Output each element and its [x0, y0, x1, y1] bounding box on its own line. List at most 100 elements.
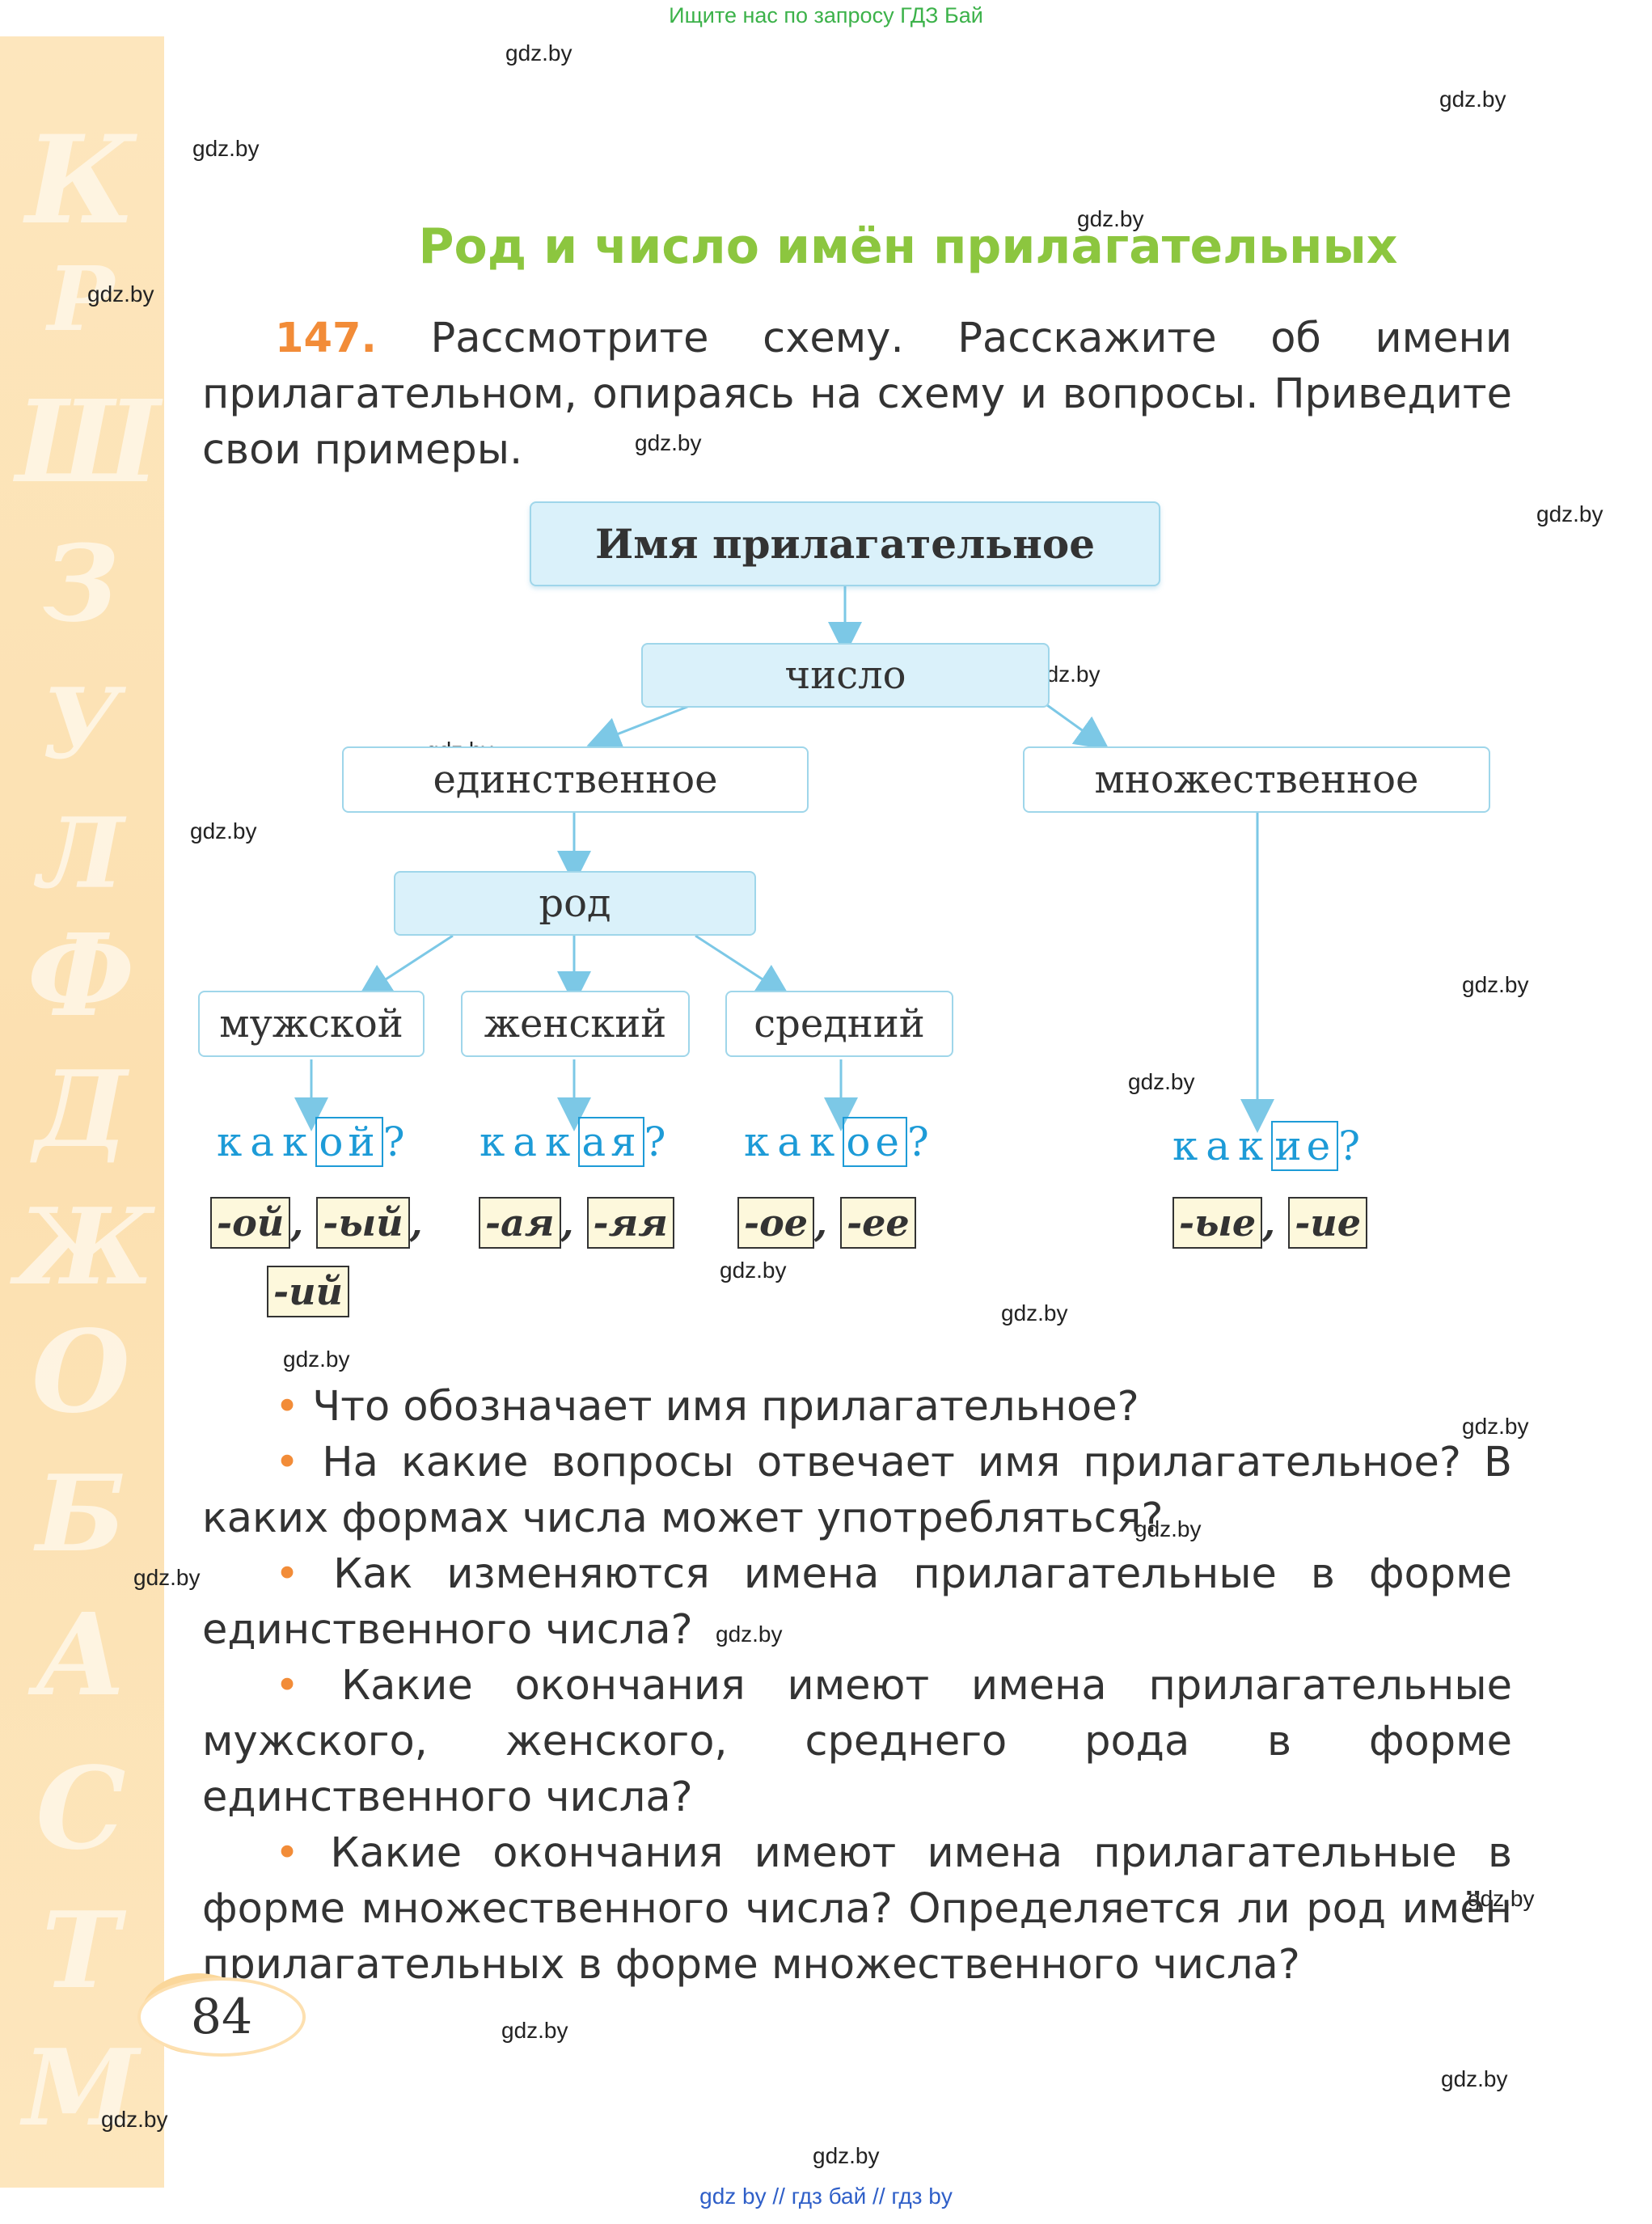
- bullet-icon: •: [275, 1383, 300, 1431]
- watermark: gdz.by: [505, 40, 572, 66]
- decorative-letter-o-icon: О: [32, 1306, 130, 1439]
- decorative-letter-a-icon: А: [34, 1589, 128, 1722]
- ending-box: -ая: [479, 1197, 561, 1249]
- question-base: как: [1172, 1123, 1272, 1169]
- section-title: Род и число имён прилагательных: [418, 218, 1398, 275]
- question-text: Какие окончания имеют имена прилагательн…: [202, 1829, 1512, 1989]
- diagram-number-box: число: [641, 643, 1050, 708]
- diagram-masculine-box: мужской: [198, 991, 425, 1057]
- watermark: gdz.by: [87, 281, 154, 307]
- question-mark: ?: [644, 1118, 674, 1165]
- question-mark: ?: [1338, 1123, 1369, 1169]
- question-item: • Какие окончания имеют имена прилагател…: [202, 1825, 1512, 1993]
- diagram-feminine-box: женский: [461, 991, 690, 1057]
- top-search-link[interactable]: Ищите нас по запросу ГДЗ Бай: [669, 3, 983, 27]
- question-text: На какие вопросы отвечает имя прилагател…: [202, 1439, 1512, 1542]
- question-masculine: какой?: [217, 1117, 413, 1167]
- question-plural: какие?: [1172, 1121, 1369, 1171]
- ending-box: -ие: [1288, 1197, 1368, 1249]
- comma: ,: [814, 1201, 828, 1245]
- endings-neuter: -ое, -ее: [737, 1197, 916, 1249]
- watermark: gdz.by: [1468, 1886, 1535, 1911]
- watermark: gdz.by: [1462, 972, 1529, 997]
- diagram-root-box: Имя прилагательное: [530, 501, 1160, 586]
- decorative-letter-b-icon: Б: [36, 1452, 126, 1575]
- decorative-letter-r-icon: Р: [47, 247, 115, 351]
- decorative-letter-sh-icon: Ш: [16, 376, 160, 509]
- watermark: gdz.by: [1128, 1069, 1195, 1094]
- comma: ,: [290, 1201, 304, 1245]
- decorative-letter-d-icon: Д: [34, 1047, 128, 1171]
- watermark: gdz.by: [635, 430, 702, 455]
- question-feminine: какая?: [480, 1117, 674, 1167]
- question-item: • Какие окончания имеют имена прилагател…: [202, 1658, 1512, 1825]
- question-ending: ие: [1271, 1121, 1339, 1171]
- question-base: как: [744, 1118, 843, 1165]
- ending-box: -ый: [316, 1197, 410, 1249]
- watermark: gdz.by: [1536, 501, 1603, 526]
- diagram-arrows: [294, 586, 1274, 1133]
- ending-box: -ой: [210, 1197, 291, 1249]
- watermark: gdz.by: [283, 1347, 350, 1372]
- watermark: gdz.by: [133, 1565, 201, 1590]
- ending-box: -ое: [737, 1197, 815, 1249]
- decorative-letter-f-icon: Ф: [27, 910, 135, 1042]
- question-item: • Что обозначает имя прилагательное?: [202, 1379, 1512, 1435]
- diagram-plural-box: множественное: [1023, 746, 1490, 813]
- ending-box: -ее: [840, 1197, 916, 1249]
- ending-box: -яя: [586, 1197, 674, 1249]
- diagram-singular-box: единственное: [342, 746, 809, 813]
- watermark: gdz.by: [1134, 1516, 1202, 1541]
- ending-box: -ые: [1172, 1197, 1263, 1249]
- bullet-icon: •: [275, 1829, 300, 1877]
- endings-masculine-extra: -ий: [267, 1266, 349, 1317]
- bullet-icon: •: [275, 1662, 300, 1710]
- question-base: как: [217, 1118, 316, 1165]
- diagram-neuter-box: средний: [725, 991, 953, 1057]
- endings-masculine: -ой, -ый,: [210, 1197, 423, 1249]
- decorative-letter-u-icon: У: [41, 667, 120, 781]
- task-text: Рассмотрите схему. Расскажите об имени п…: [202, 315, 1512, 474]
- decorative-letter-t-icon: Т: [41, 1888, 120, 2012]
- diagram-gender-box: род: [394, 871, 756, 936]
- question-text: Какие окончания имеют имена прилагательн…: [202, 1662, 1512, 1821]
- watermark: gdz.by: [1001, 1300, 1068, 1326]
- comma: ,: [409, 1201, 423, 1245]
- bullet-icon: •: [275, 1550, 300, 1598]
- bottom-links[interactable]: gdz by // гдз бай // гдз by: [699, 2184, 953, 2209]
- comma: ,: [1262, 1201, 1276, 1245]
- watermark: gdz.by: [720, 1258, 787, 1283]
- page-number: 84: [137, 1977, 306, 2057]
- decorative-letter-k-icon: К: [25, 109, 137, 252]
- questions-list: • Что обозначает имя прилагательное? • Н…: [202, 1379, 1512, 1993]
- decorative-letter-zh-icon: Ж: [16, 1185, 154, 1309]
- question-text: Как изменяются имена прилагательные в фо…: [202, 1550, 1512, 1654]
- task-paragraph: 147. Рассмотрите схему. Расскажите об им…: [202, 311, 1512, 478]
- question-text: Что обозначает имя прилагательное?: [312, 1383, 1139, 1431]
- question-item: • На какие вопросы отвечает имя прилагат…: [202, 1435, 1512, 1546]
- decorative-letter-m-icon: М: [23, 2026, 139, 2150]
- question-mark: ?: [907, 1118, 937, 1165]
- question-item: • Как изменяются имена прилагательные в …: [202, 1546, 1512, 1658]
- watermark: gdz.by: [101, 2107, 168, 2132]
- question-mark: ?: [382, 1118, 413, 1165]
- endings-plural: -ые, -ие: [1172, 1197, 1368, 1249]
- watermark: gdz.by: [192, 136, 260, 161]
- decorative-letter-s-icon: С: [36, 1743, 126, 1875]
- watermark: gdz.by: [501, 2018, 568, 2043]
- watermark: gdz.by: [190, 818, 257, 844]
- decorative-letter-l-icon: Л: [37, 797, 125, 911]
- watermark: gdz.by: [813, 2143, 880, 2168]
- watermark: gdz.by: [1441, 2066, 1508, 2091]
- watermark: gdz.by: [1077, 206, 1144, 231]
- watermark: gdz.by: [1439, 87, 1506, 112]
- endings-feminine: -ая, -яя: [479, 1197, 674, 1249]
- ending-box: -ий: [267, 1266, 349, 1317]
- bullet-icon: •: [275, 1439, 300, 1486]
- question-ending: ое: [843, 1117, 908, 1167]
- comma: ,: [560, 1201, 574, 1245]
- question-neuter: какое?: [744, 1117, 937, 1167]
- question-ending: ой: [315, 1117, 383, 1167]
- decorative-letter-z-icon: З: [43, 522, 119, 645]
- watermark: gdz.by: [1462, 1414, 1529, 1439]
